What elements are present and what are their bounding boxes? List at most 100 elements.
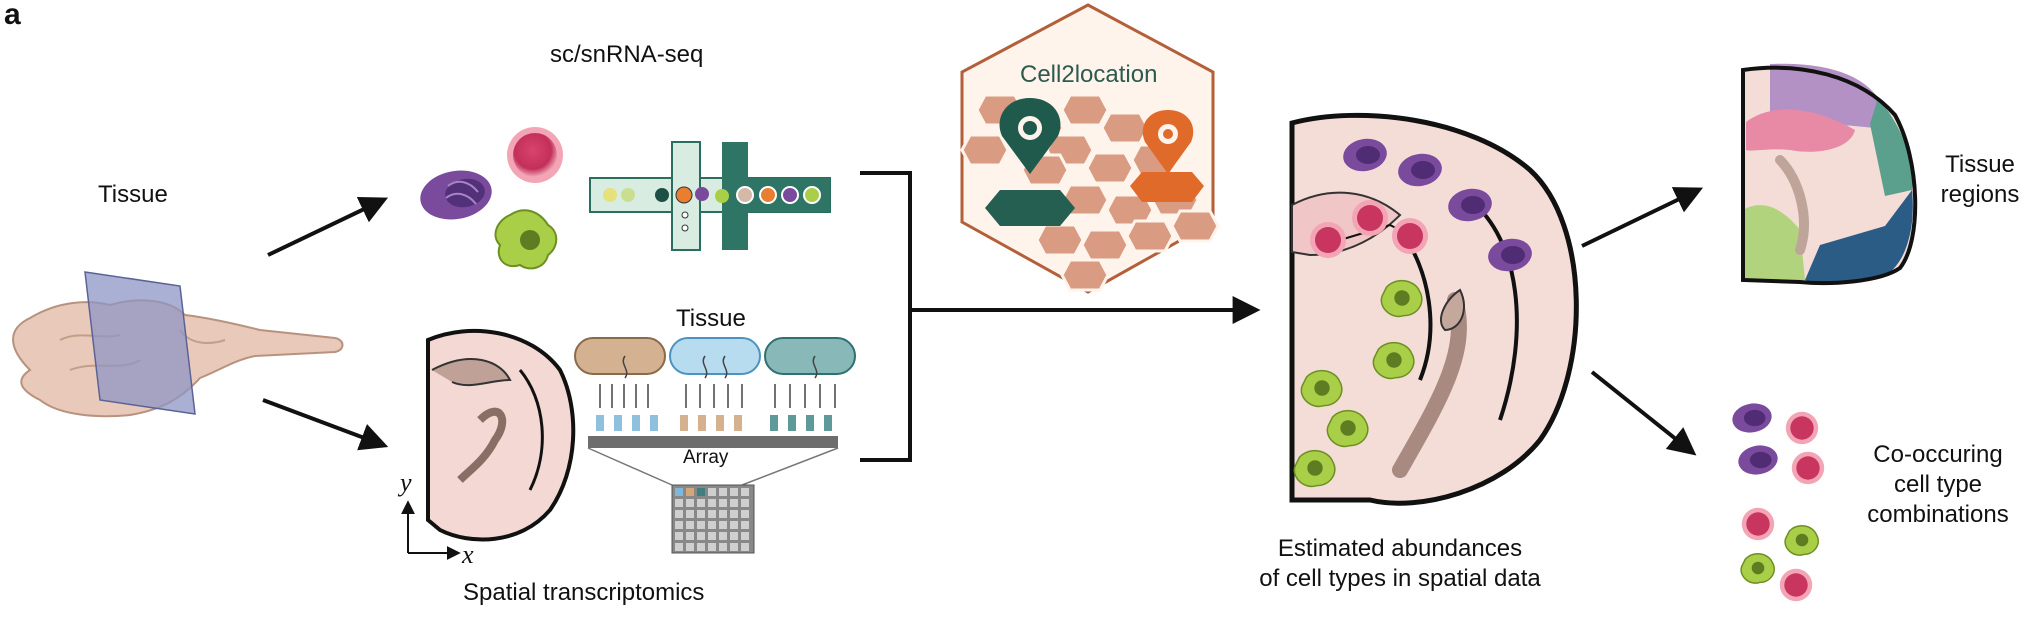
array-label: Array xyxy=(683,447,729,468)
array-spot xyxy=(708,521,716,529)
array-spot xyxy=(741,510,749,518)
arrow-to-scrna xyxy=(267,197,389,257)
array-spot xyxy=(730,521,738,529)
array-spot xyxy=(719,488,727,496)
array-spot xyxy=(719,499,727,507)
estimated-label-line2: of cell types in spatial data xyxy=(1259,565,1541,592)
scrna-label: sc/snRNA-seq xyxy=(550,41,704,68)
hex-tile xyxy=(1060,258,1110,292)
array-spot xyxy=(708,532,716,540)
barcode-tags xyxy=(596,415,832,431)
cooccur-line3: combinations xyxy=(1867,501,2009,528)
array-spot xyxy=(686,499,694,507)
array-spot xyxy=(730,510,738,518)
pink-cell xyxy=(507,127,563,183)
green-cell-nucleus xyxy=(1394,290,1410,306)
array-spot xyxy=(719,521,727,529)
green-cell-nucleus xyxy=(1386,352,1402,368)
array-spot xyxy=(697,488,705,496)
hex-tile xyxy=(1060,93,1110,127)
array-spot xyxy=(708,543,716,551)
array-spot xyxy=(719,532,727,540)
array-spot xyxy=(730,499,738,507)
array-bar xyxy=(588,436,838,448)
array-spot xyxy=(686,543,694,551)
array-spot xyxy=(708,488,716,496)
xy-axes xyxy=(401,500,461,560)
array-spot xyxy=(697,521,705,529)
array-zoom-lines xyxy=(587,447,839,486)
array-spot xyxy=(719,510,727,518)
array-spot xyxy=(730,532,738,540)
purple-cell-nucleus xyxy=(1749,451,1772,469)
arrow-to-regions xyxy=(1581,187,1704,248)
array-grid xyxy=(671,484,755,554)
cooccurring-cells xyxy=(1732,403,1825,602)
pink-cell-nucleus xyxy=(1397,223,1423,249)
array-spot xyxy=(730,543,738,551)
merge-bracket xyxy=(860,171,912,462)
hex-tile xyxy=(1085,151,1135,185)
array-spot xyxy=(686,488,694,496)
array-spot xyxy=(741,532,749,540)
pink-cell-nucleus xyxy=(1357,205,1383,231)
array-spot xyxy=(697,499,705,507)
green-cell-nucleus xyxy=(1340,420,1356,436)
array-spot xyxy=(686,521,694,529)
purple-cell-nucleus xyxy=(1501,246,1525,264)
array-spot xyxy=(675,488,683,496)
tissue-array-label: Tissue xyxy=(676,305,746,332)
array-spot xyxy=(675,510,683,518)
tissue-label: Tissue xyxy=(98,181,168,208)
hex-tile xyxy=(1105,193,1155,227)
array-spot xyxy=(741,543,749,551)
slice-plane xyxy=(84,271,196,415)
array-spot xyxy=(697,510,705,518)
green-cell-nucleus xyxy=(1314,380,1330,396)
cooccur-line1: Co-occuring xyxy=(1873,441,2003,468)
probe-strands xyxy=(599,355,836,408)
axis-x-label: x xyxy=(462,540,474,569)
arrow-to-spatial xyxy=(262,398,389,451)
array-spot xyxy=(719,543,727,551)
hex-tile xyxy=(960,133,1010,167)
array-spot xyxy=(741,499,749,507)
tissue-regions-brain xyxy=(1741,63,1918,286)
hex-tile xyxy=(1100,111,1150,145)
array-spot xyxy=(675,532,683,540)
arrow-to-combinations xyxy=(1590,370,1697,456)
array-spot xyxy=(697,532,705,540)
array-spot xyxy=(686,532,694,540)
pink-cell-nucleus xyxy=(1784,573,1808,597)
green-cell-nucleus xyxy=(1307,460,1323,476)
green-cell xyxy=(494,209,558,270)
array-grid-frame xyxy=(671,484,755,554)
hex-tile xyxy=(1035,223,1085,257)
hex-tile xyxy=(1170,209,1220,243)
pink-cell-nucleus xyxy=(1746,512,1770,536)
array-spot xyxy=(741,488,749,496)
tissue-regions-line2: regions xyxy=(1940,181,2020,208)
array-spot xyxy=(708,510,716,518)
axis-y-label: y xyxy=(400,468,412,497)
cooccur-line2: cell type xyxy=(1893,471,1983,498)
pink-cell-nucleus xyxy=(1790,416,1814,440)
array-spot xyxy=(708,499,716,507)
hex-tile xyxy=(1125,219,1175,253)
array-spot xyxy=(730,488,738,496)
purple-cell xyxy=(420,170,492,220)
array-spot xyxy=(741,521,749,529)
panel-letter: a xyxy=(4,0,21,31)
purple-cell-nucleus xyxy=(1743,409,1766,427)
cell2location-title: Cell2location xyxy=(1020,61,1158,88)
estimated-label-line1: Estimated abundances xyxy=(1277,535,1523,562)
green-cell-nucleus xyxy=(1751,561,1765,575)
location-pin-orange xyxy=(1130,110,1204,202)
pink-cell-nucleus xyxy=(1796,456,1820,480)
purple-cell-nucleus xyxy=(1356,146,1380,164)
purple-cell-nucleus xyxy=(1411,161,1435,179)
capsule-cells xyxy=(574,337,856,375)
green-cell-nucleus xyxy=(1795,533,1809,547)
